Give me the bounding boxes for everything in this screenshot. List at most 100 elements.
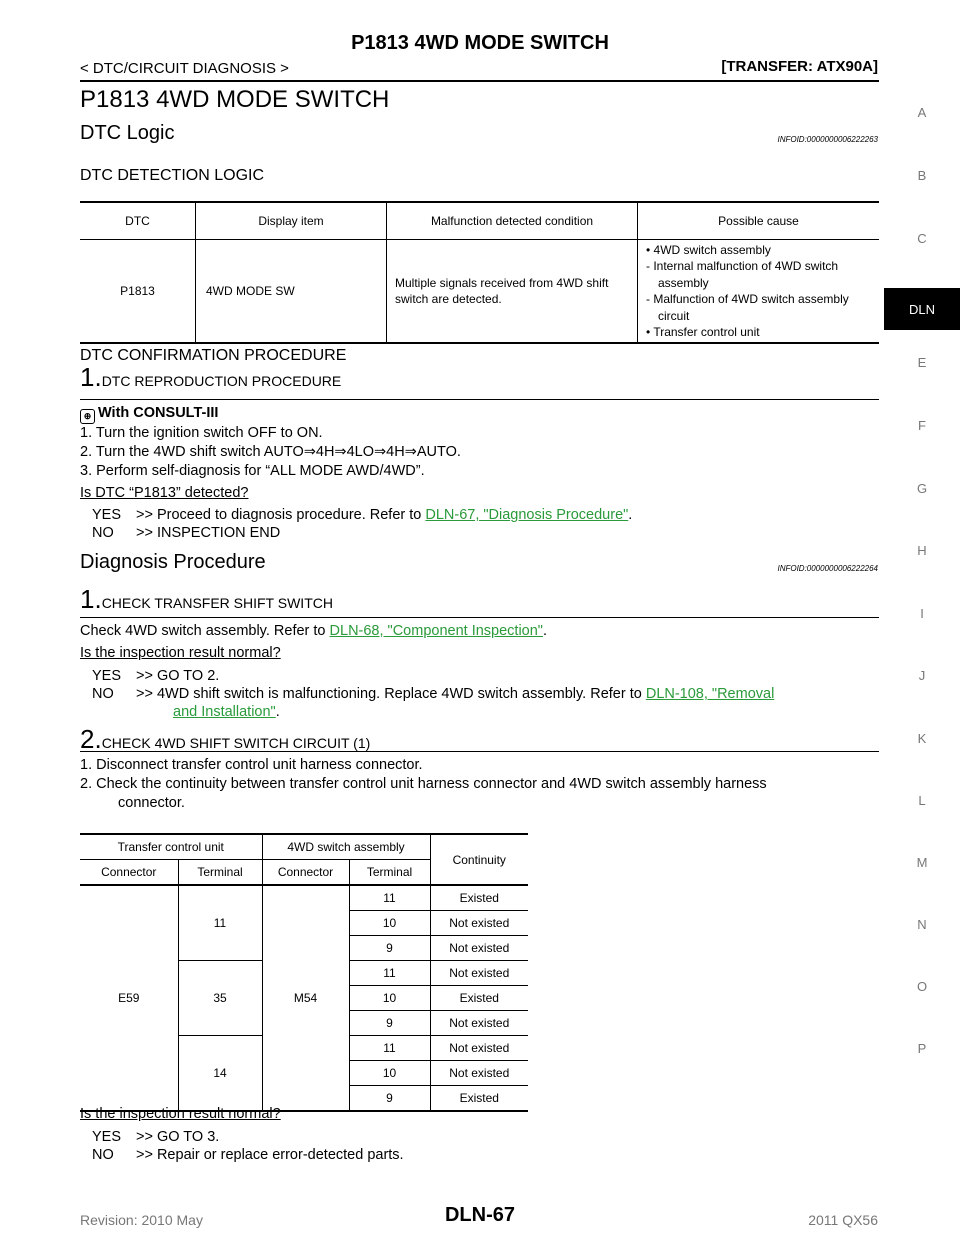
procedure-item: 1. Disconnect transfer control unit harn…	[80, 757, 423, 773]
answer-no: NO>> Repair or replace error-detected pa…	[92, 1146, 404, 1165]
cause-line: assembly	[658, 275, 709, 290]
footer-model: 2011 QX56	[808, 1212, 878, 1228]
dtc-logic-heading: DTC Logic	[80, 122, 175, 144]
tcu-connector: E59	[118, 991, 140, 1005]
cause-line: circuit	[658, 308, 690, 323]
index-tab-n[interactable]: N	[917, 917, 927, 932]
step-1-reproduction: 1.DTC REPRODUCTION PROCEDURE	[80, 362, 341, 393]
no-label: NO	[92, 1147, 114, 1163]
yes-text: >> GO TO 2.	[136, 668, 220, 684]
step-number: 2.	[80, 724, 102, 754]
index-tab-m[interactable]: M	[916, 855, 928, 870]
index-tab-e[interactable]: E	[917, 355, 927, 370]
switch-terminal: 11	[348, 960, 430, 986]
continuity-value: Not existed	[429, 960, 528, 986]
step-title: CHECK TRANSFER SHIFT SWITCH	[101, 595, 333, 611]
index-tab-o[interactable]: O	[916, 979, 928, 994]
continuity-table: Transfer control unit 4WD switch assembl…	[80, 833, 528, 1112]
yes-label: YES	[92, 507, 122, 523]
cause-line: - Internal malfunction of 4WD switch	[646, 259, 839, 273]
step-rule	[80, 399, 879, 400]
dtc-logic-table: DTC Display item Malfunction detected co…	[80, 201, 879, 344]
consult-line: ⊕With CONSULT-III	[80, 404, 461, 424]
index-tab-i[interactable]: I	[920, 606, 924, 621]
cause-line: • 4WD switch assembly	[646, 242, 771, 257]
continuity-value: Existed	[429, 1085, 528, 1111]
continuity-value: Not existed	[429, 1010, 528, 1036]
header-rule	[80, 80, 879, 82]
step-number: 1.	[80, 362, 102, 392]
yes-label: YES	[92, 1129, 122, 1145]
answer-no: NO>> INSPECTION END	[92, 524, 280, 543]
procedure-item: 1. Turn the ignition switch OFF to ON.	[80, 425, 323, 441]
dtc-display-item: 4WD MODE SW	[195, 239, 387, 344]
col-dtc: DTC	[125, 214, 150, 228]
link-component-inspection[interactable]: DLN-68, "Component Inspection"	[329, 623, 543, 639]
index-tab-f[interactable]: F	[918, 418, 926, 433]
col-possible-cause: Possible cause	[637, 202, 879, 240]
index-tab-b[interactable]: B	[917, 168, 927, 183]
tcu-terminal: 11	[177, 885, 262, 961]
index-tab-h[interactable]: H	[917, 543, 927, 558]
consult-label: With CONSULT-III	[98, 405, 219, 421]
step-rule	[80, 751, 879, 752]
continuity-value: Existed	[429, 885, 528, 911]
check-switch-text: Check 4WD switch assembly. Refer to DLN-…	[80, 623, 547, 639]
continuity-value: Existed	[429, 985, 528, 1011]
index-tab-k[interactable]: K	[917, 731, 927, 746]
answer-yes: YES>> GO TO 3.	[92, 1128, 219, 1147]
answer-yes: YES >> GO TO 2.	[92, 667, 219, 686]
col-terminal: Terminal	[348, 859, 430, 885]
switch-terminal: 9	[348, 1010, 430, 1036]
group-4wd-switch: 4WD switch assembly	[261, 834, 430, 860]
procedure-item: 2. Turn the 4WD shift switch AUTO⇒4H⇒4LO…	[80, 444, 461, 460]
index-tab-j[interactable]: J	[918, 668, 926, 683]
procedure-item: 3. Perform self-diagnosis for “ALL MODE …	[80, 463, 425, 479]
answer-no-continued: and Installation".	[173, 704, 280, 720]
index-tab-a[interactable]: A	[917, 105, 927, 120]
yes-label: YES	[92, 668, 122, 684]
dtc-code: P1813	[80, 239, 196, 344]
consult-icon: ⊕	[80, 409, 95, 424]
link-removal-installation[interactable]: DLN-108, "Removal	[645, 686, 775, 702]
step-title: CHECK 4WD SHIFT SWITCH CIRCUIT (1)	[101, 735, 371, 751]
procedure-item: 2. Check the continuity between transfer…	[80, 776, 767, 792]
consult-block: ⊕With CONSULT-III 1. Turn the ignition s…	[80, 404, 461, 481]
continuity-value: Not existed	[429, 1060, 528, 1086]
no-text: >> INSPECTION END	[136, 525, 281, 541]
dtc-confirmation-label: DTC CONFIRMATION PROCEDURE	[80, 347, 347, 364]
dtc-condition: Multiple signals received from 4WD shift…	[386, 239, 638, 344]
cause-line: - Malfunction of 4WD switch assembly	[646, 292, 849, 306]
index-tab-dln[interactable]: DLN	[884, 288, 960, 330]
continuity-value: Not existed	[429, 910, 528, 936]
answer-no: NO>> 4WD shift switch is malfunctioning.…	[92, 685, 882, 704]
index-tab-l[interactable]: L	[918, 793, 926, 808]
cause-line: • Transfer control unit	[646, 325, 760, 339]
instruction-text: Check 4WD switch assembly. Refer to	[80, 623, 326, 639]
index-tab-p[interactable]: P	[917, 1041, 927, 1056]
no-text: >> 4WD shift switch is malfunctioning. R…	[136, 686, 642, 702]
step-number: 1.	[80, 584, 102, 614]
index-tab-c[interactable]: C	[917, 231, 927, 246]
condition-line: switch are detected.	[395, 292, 502, 306]
step-title: DTC REPRODUCTION PROCEDURE	[101, 373, 342, 389]
answer-yes: YES >> Proceed to diagnosis procedure. Re…	[92, 507, 633, 523]
question-dtc-detected: Is DTC “P1813” detected?	[80, 485, 249, 501]
link-removal-installation-cont[interactable]: and Installation"	[173, 704, 276, 720]
switch-terminal: 9	[348, 1085, 430, 1111]
switch-terminal: 10	[348, 910, 430, 936]
switch-terminal: 9	[348, 935, 430, 961]
col-continuity: Continuity	[429, 834, 528, 886]
header-section: < DTC/CIRCUIT DIAGNOSIS >	[80, 60, 289, 77]
yes-text: >> Proceed to diagnosis procedure. Refer…	[136, 507, 422, 523]
col-display-item: Display item	[195, 202, 387, 240]
col-connector: Connector	[261, 859, 349, 885]
link-diagnosis-procedure[interactable]: DLN-67, "Diagnosis Procedure"	[425, 507, 629, 523]
index-tab-g[interactable]: G	[916, 481, 928, 496]
condition-line: Multiple signals received from 4WD shift	[395, 276, 609, 290]
